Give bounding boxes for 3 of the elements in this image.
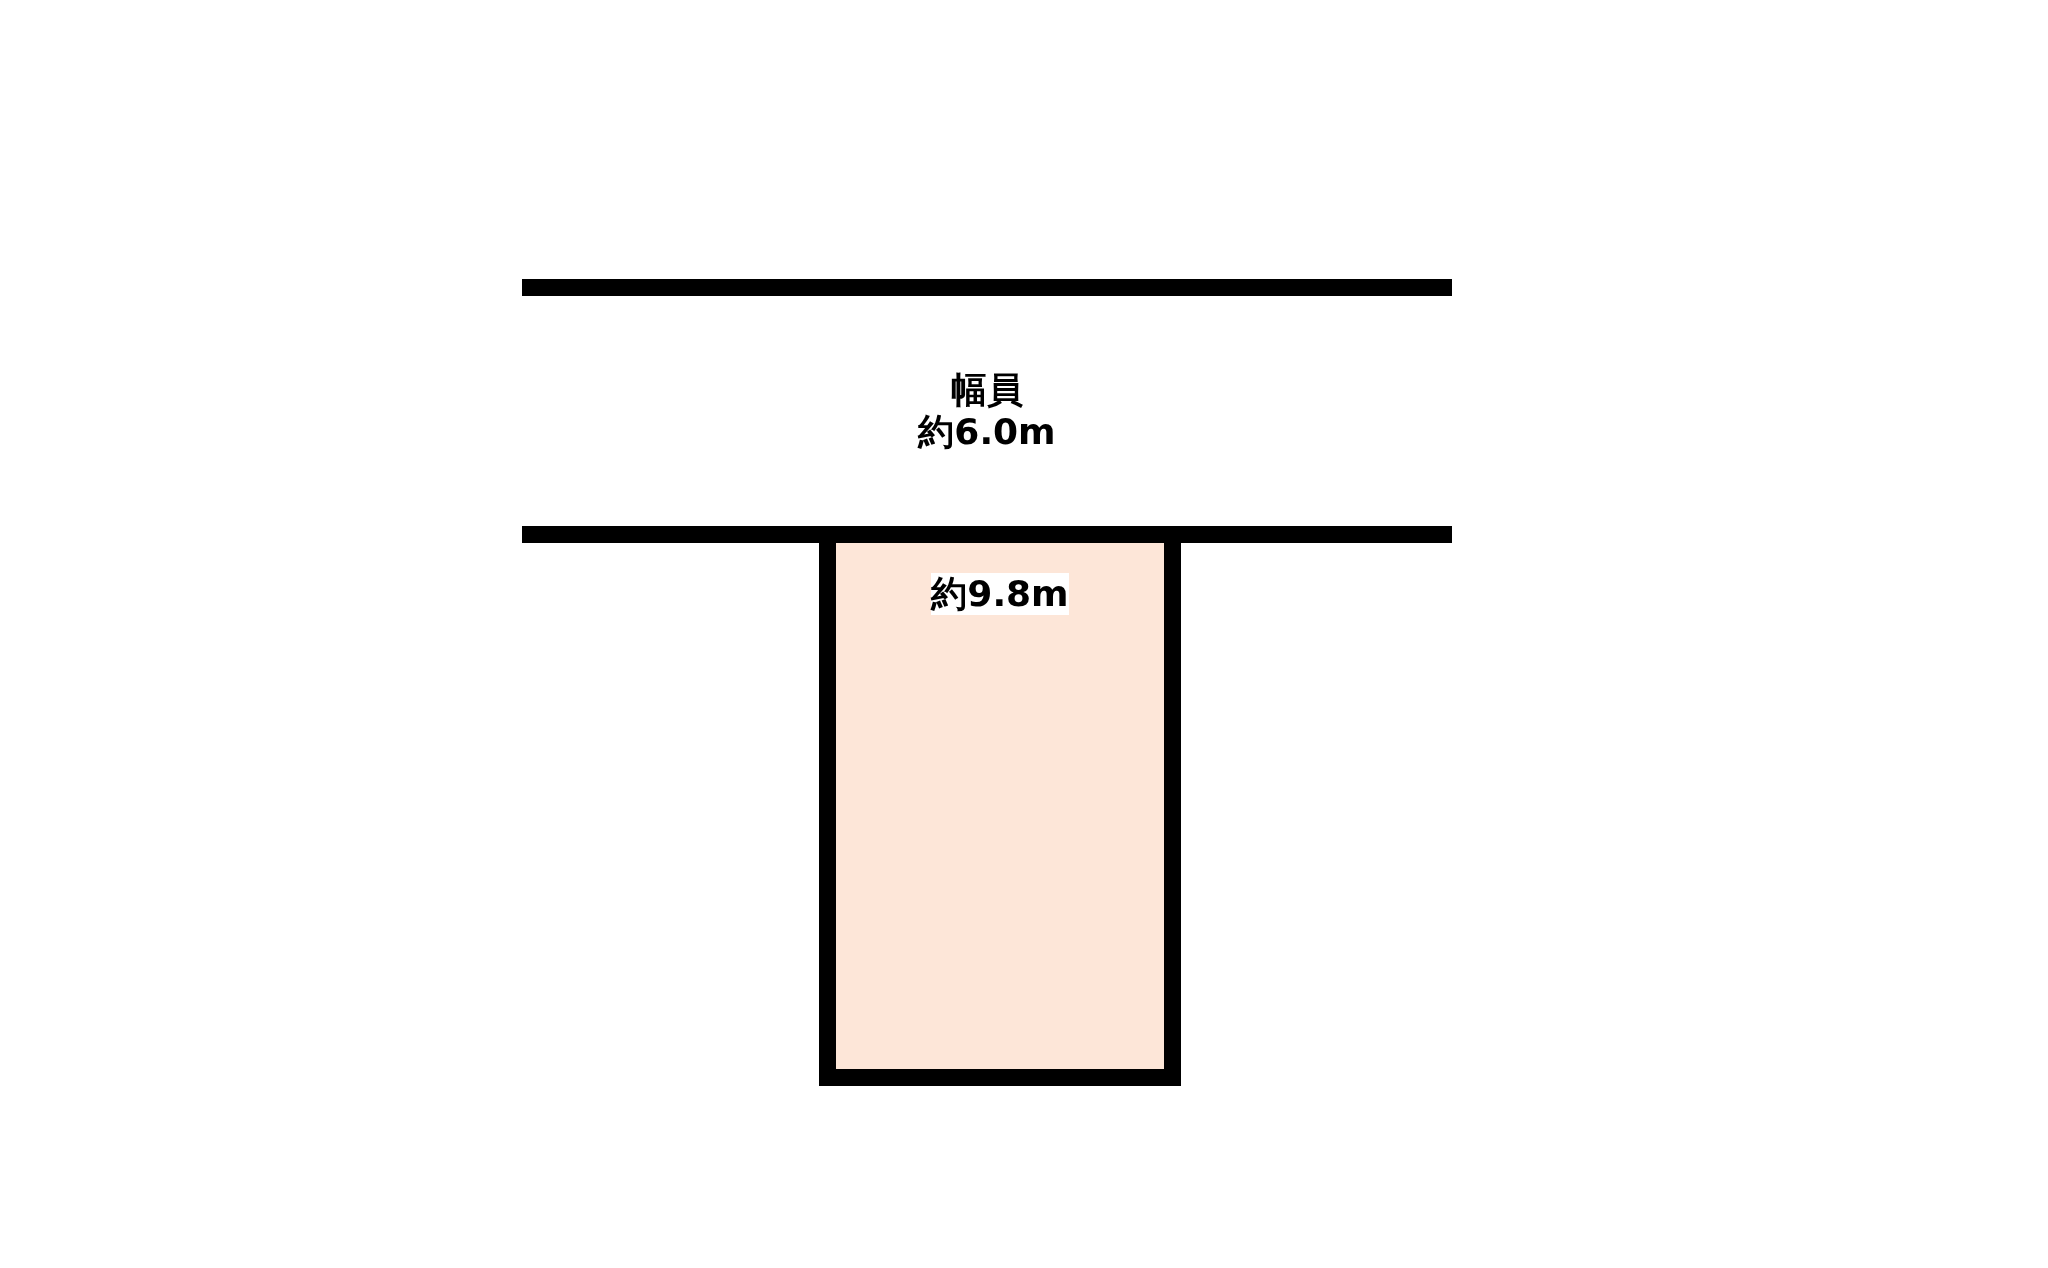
dimension-text: 約9.8m xyxy=(931,573,1069,615)
dimension-text: 約6.0m xyxy=(918,411,1056,453)
dimension-text: 幅員 xyxy=(951,369,1023,411)
